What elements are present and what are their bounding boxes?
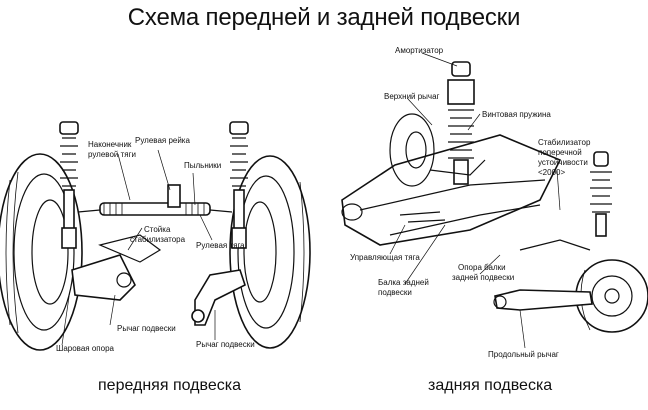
diagram-title: Схема передней и задней подвески — [127, 4, 521, 31]
label-rear-beam-line1: Балка задней — [378, 278, 429, 287]
label-stabilizer-line4: <2000> — [538, 168, 565, 177]
front-control-arms — [71, 234, 246, 326]
steering-rack — [77, 184, 233, 216]
trailing-arm — [493, 289, 593, 311]
label-coil-spring: Винтовая пружина — [482, 110, 551, 119]
rear-left-disc — [389, 113, 435, 187]
label-stabilizer-link-line2: стабилизатора — [130, 235, 186, 244]
front-right-strut — [229, 121, 249, 249]
label-beam-mount-line1: Опора балки — [458, 263, 506, 272]
caption-front-suspension: передняя подвеска — [98, 377, 241, 394]
label-control-rod: Управляющая тяга — [350, 253, 420, 262]
label-ball-joint: Шаровая опора — [56, 344, 115, 353]
label-boots: Пыльники — [184, 161, 221, 170]
label-rear-beam-line2: подвески — [378, 288, 412, 297]
front-leader-lines — [61, 149, 216, 346]
rear-leader-lines — [389, 52, 561, 349]
label-steering-rack: Рулевая рейка — [135, 136, 190, 145]
rear-suspension-illustration — [341, 52, 648, 349]
label-trailing-arm: Продольный рычаг — [488, 350, 559, 359]
label-tie-rod-end-line1: Наконечник — [88, 140, 132, 149]
caption-rear-suspension: задняя подвеска — [428, 377, 553, 394]
rear-right-strut — [590, 151, 612, 237]
label-upper-arm: Верхний рычаг — [384, 92, 440, 101]
front-left-strut — [59, 121, 79, 249]
rear-beam — [341, 134, 562, 246]
front-right-wheel — [229, 155, 311, 349]
label-shock: Амортизатор — [395, 46, 444, 55]
front-suspension-illustration — [0, 121, 311, 351]
label-tie-rod: Рулевая тяга — [196, 241, 245, 250]
label-stabilizer-line2: поперечной — [538, 148, 582, 157]
label-control-arm-right: Рычаг подвески — [196, 340, 255, 349]
rear-left-strut — [447, 61, 475, 185]
label-stabilizer-line1: Стабилизатор — [538, 138, 591, 147]
front-left-wheel — [0, 153, 83, 351]
label-stabilizer-line3: устойчивости — [538, 158, 588, 167]
label-stabilizer-link-line1: Стойка — [144, 225, 171, 234]
label-tie-rod-end-line2: рулевой тяги — [88, 150, 136, 159]
rear-links — [399, 159, 591, 251]
label-beam-mount-line2: задней подвески — [452, 273, 514, 282]
label-control-arm-left: Рычаг подвески — [117, 324, 176, 333]
